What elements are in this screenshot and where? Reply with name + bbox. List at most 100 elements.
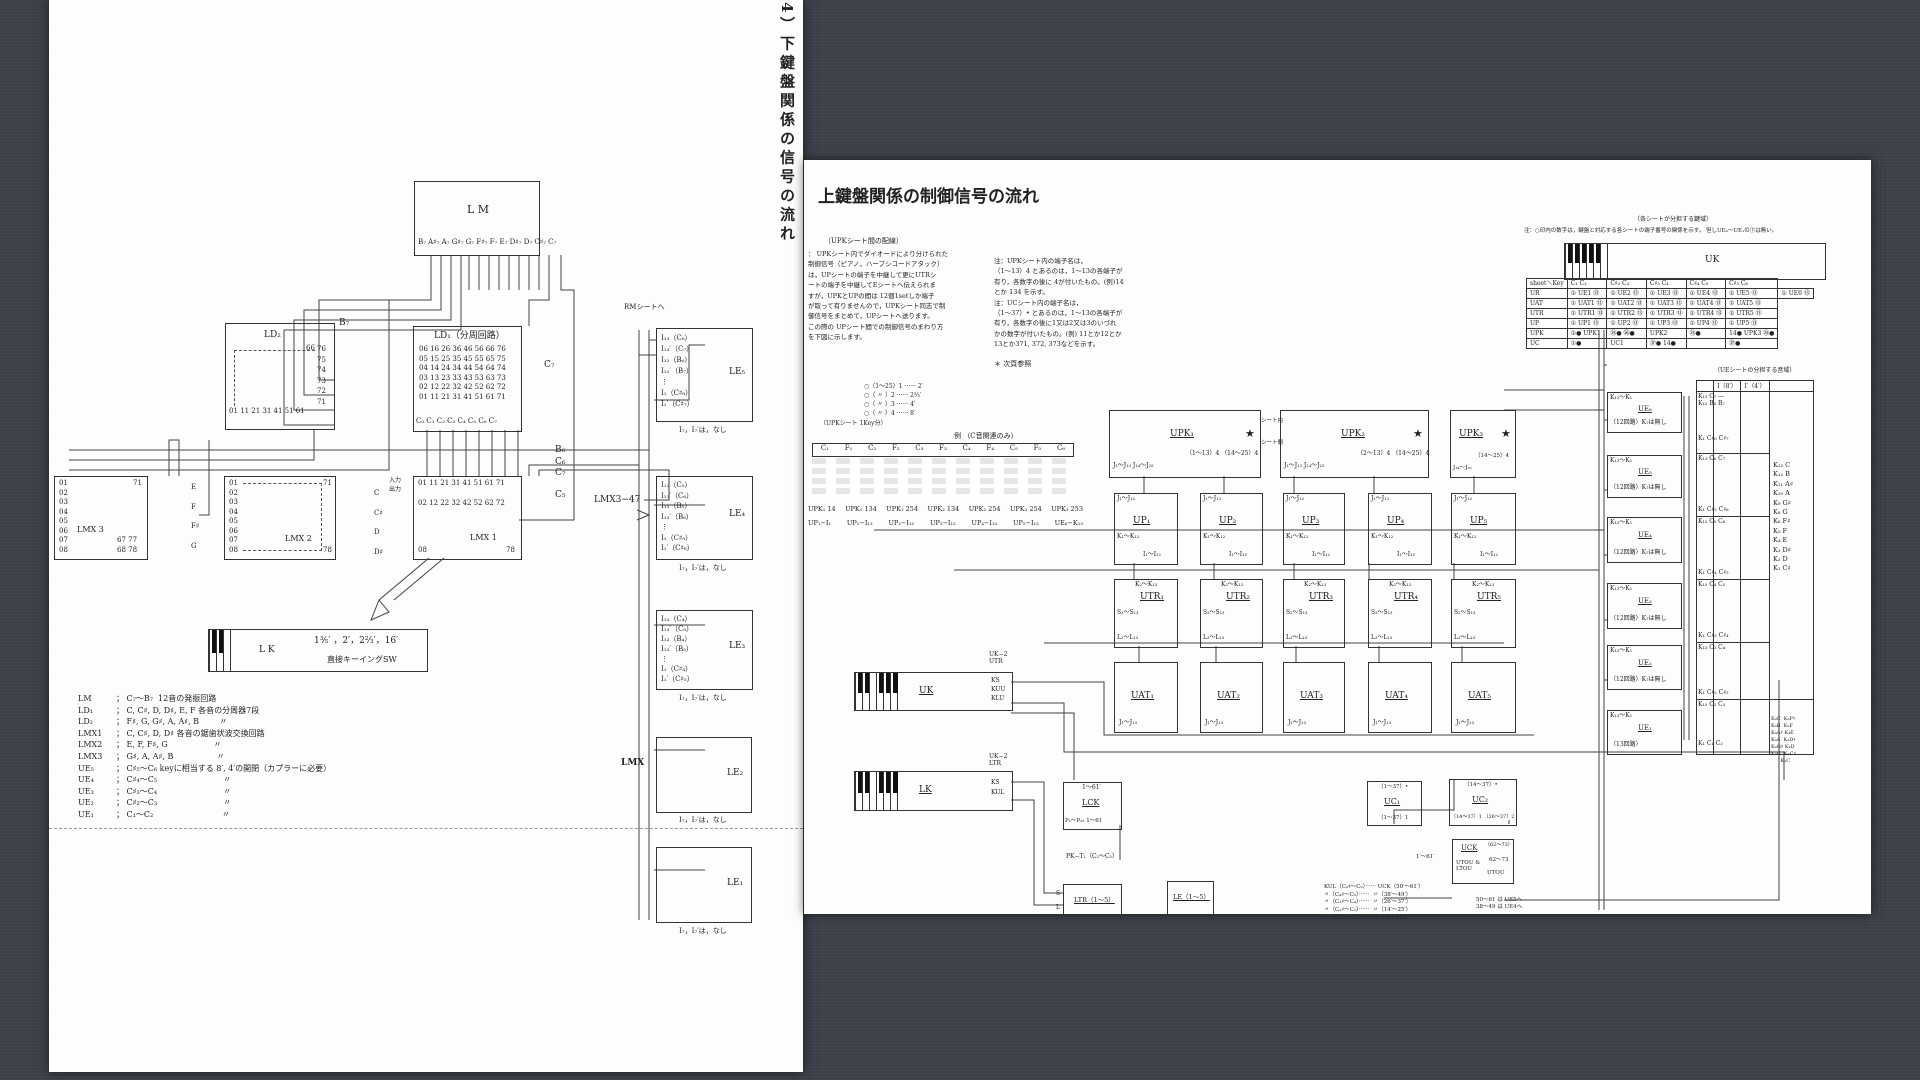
upk1-block: UPK₁ ★ J₁〜J₁₃ J₁₄〜J₂₅ （1〜13）4 （14〜25）4 — [1109, 410, 1261, 478]
signal-c7: C₇ — [544, 360, 555, 370]
sheet-table-caption: （各シートが分担する鍵域） — [1634, 216, 1713, 223]
ld2-corner-pin: 66 — [306, 344, 315, 352]
lm-pins: B₇ A♯₇ A₇ G♯₇ G₇ F♯₇ F₇ E₇ D♯₇ D₇ C♯₇ C₇ — [418, 238, 557, 246]
ld1-outputs: C₀ C₁ C₂ C₃ C₄ C₅ C₆ C₇ — [416, 417, 497, 425]
lk-ltr-tag: UK−2 LTR — [989, 753, 1008, 767]
left-page-scan: 4）下鍵盤関係の信号の流れ L M B₇ A♯₇ A₇ G♯₇ G₇ F♯₇ F… — [49, 0, 803, 1072]
ue-table-caption: （UEシートの分担する音域） — [1714, 367, 1796, 374]
lmx1-block: 01 11 21 31 41 51 61 71 02 12 22 32 42 5… — [413, 476, 522, 560]
lk-label: L K — [259, 645, 275, 655]
lk-keyboard-block: L K 1⅗′ ，2′，2⅔′，16′ 直接キーイングSW — [208, 629, 428, 672]
right-page-scan: 上鍵盤関係の制御信号の流れ （UPKシート間の配線） ： UPKシート内でダイオ… — [804, 160, 1871, 921]
legend-list: LM； C₇〜B₇ 12音の発振回路 LD₁； C, C♯, D, D♯, E,… — [78, 694, 332, 819]
ld1-label: LD₁（分周回路） — [434, 331, 505, 341]
signal-rm-sheet: RMシートへ — [624, 303, 665, 311]
le1-block: LE₁ — [656, 847, 752, 923]
diode-diagram: ○（1〜25）1 ······ 2′○（ 〃 ）2 ······ 2⅔′○（ 〃… — [864, 383, 923, 417]
lmx1-label: LMX 1 — [470, 533, 497, 542]
uk-keyboard-header: UK — [1564, 243, 1826, 280]
uk-utr-tag: UK−2 UTR — [989, 651, 1008, 665]
lmx3-label: LMX 3 — [77, 525, 104, 534]
lk-footage: 1⅗′ ，2′，2⅔′，16′ — [314, 636, 399, 646]
signal-lmx3-47: LMX3−47 — [594, 495, 641, 505]
le3-block: I₁₃（C₄）I₁₃′（C₅）I₁₂（B₄）I₁₂′（B₅）⋮I₁（C♯₄）I₁… — [656, 610, 753, 690]
uc2-block: （14〜37）• UC₂ （14〜37）1 （26〜37）2 — [1449, 779, 1517, 826]
keyboard-icon — [209, 630, 231, 671]
keyboard-icon — [855, 772, 898, 810]
terminal-name-notes: 注：UPKシート内の端子名は，（1〜13）4 とあるのは，1〜13の各端子が有り… — [994, 257, 1124, 349]
signal-c7b: C₇ — [555, 468, 566, 478]
kul-mapping-list: KUL（C₅♯〜C₆）······ UCK（50′〜61′）〃（C₄♯〜C₅）·… — [1324, 884, 1424, 921]
le2-label: LE₂ — [727, 768, 744, 778]
le3-label: LE₃ — [729, 641, 746, 651]
left-wiring-diagram — [69, 255, 705, 920]
star-icon: ★ — [1413, 427, 1423, 440]
star-icon: ★ — [1245, 427, 1255, 440]
upk2-block: UPK₂ ★ J₁〜J₁₃ J₁₄〜J₂₅ （2〜13）4 （14〜25）4 — [1280, 410, 1429, 478]
star-icon: ★ — [1501, 427, 1511, 440]
page-title-vertical: 4）下鍵盤関係の信号の流れ — [778, 2, 796, 245]
signal-b7: B₇ — [339, 318, 350, 328]
signal-b6: B₆ — [555, 445, 566, 455]
lm-label: L M — [467, 203, 490, 216]
signal-c6: C₆ — [555, 457, 566, 467]
ltr-block: S L LTR（1〜5） — [1056, 884, 1122, 917]
c-example-routing — [812, 458, 1072, 498]
le1-label: LE₁ — [727, 878, 744, 888]
diode-caption: （UPKシート 1Key分） — [820, 420, 887, 427]
upk3-block: UPK₃ ★ J₁₄〜J₂₅ （14〜25）4 — [1450, 410, 1516, 478]
see-next-page: ＊ 次頁参照 — [994, 360, 1032, 368]
le-block: LE（1〜5） — [1167, 881, 1214, 917]
le4-block: I₁₃（C₅）I₁₃′（C₆）I₁₂（B₅）I₁₂′（B₆）⋮I₁（C♯₅）I₁… — [656, 476, 753, 560]
uc1-block: （1〜37）• UC₁ （1〜37）1 — [1367, 781, 1422, 826]
page-title: 上鍵盤関係の制御信号の流れ — [818, 187, 1039, 207]
le2-block: LE₂ — [656, 737, 752, 813]
ld2-label: LD₂ — [264, 330, 281, 340]
uck-block: UCK UTOU & LTOU （62〜73）′ 62〜73 UTOU — [1452, 839, 1514, 884]
lmx2-label: LMX 2 — [285, 534, 312, 543]
lck-block: 1〜61′ LCK P₁〜P₂₅ 1〜61 — [1063, 782, 1122, 830]
sheet-table-note: 注：○印内の数字は，鍵盤と対応する各シートの端子番号の関係を示す。 但しUE₆〜… — [1524, 228, 1778, 234]
upk-wiring-note: ： UPKシート内でダイオードにより分けられた制御信号（ピアノ，ハープシコードア… — [808, 250, 949, 342]
lm-block: L M B₇ A♯₇ A₇ G♯₇ G₇ F♯₇ F₇ E₇ D♯₇ D₇ C♯… — [414, 181, 556, 256]
upk-wiring-caption: （UPKシート間の配線） — [824, 237, 903, 245]
